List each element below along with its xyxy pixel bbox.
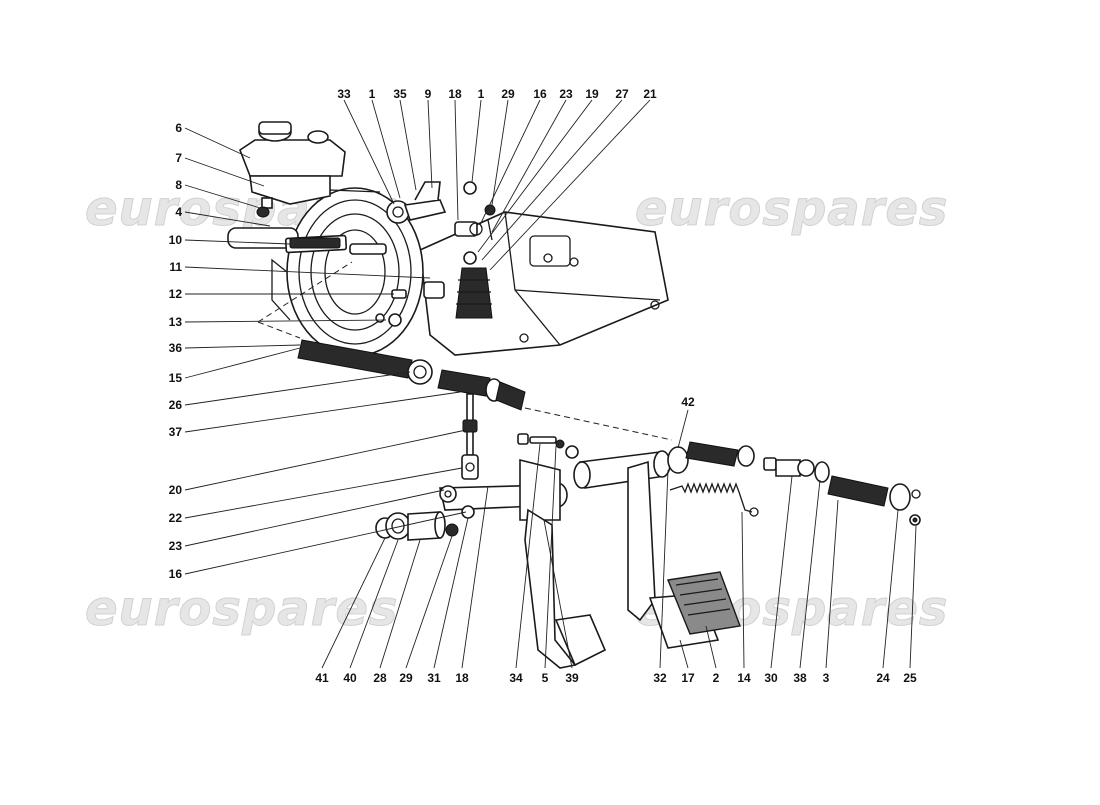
callout-label: 31 xyxy=(427,671,441,685)
callout-label: 18 xyxy=(455,671,469,685)
callout-label: 38 xyxy=(793,671,807,685)
callout-label: 2 xyxy=(713,671,720,685)
callout-label: 5 xyxy=(542,671,549,685)
return-spring xyxy=(669,482,759,517)
callout-label: 24 xyxy=(876,671,890,685)
right-shaft-parts xyxy=(685,441,921,526)
callout-label: 10 xyxy=(169,233,183,247)
brake-servo xyxy=(271,187,424,357)
callout-label: 37 xyxy=(169,425,183,439)
callout-label: 19 xyxy=(585,87,599,101)
leader-lines xyxy=(184,99,917,669)
callout-label: 15 xyxy=(169,371,183,385)
callout-label: 16 xyxy=(169,567,183,581)
callout-label: 8 xyxy=(175,178,182,192)
callout-label: 25 xyxy=(903,671,917,685)
callout-label: 41 xyxy=(315,671,329,685)
callout-label: 13 xyxy=(169,315,183,329)
callout-label: 32 xyxy=(653,671,667,685)
callout-label: 4 xyxy=(175,205,182,219)
callout-label: 39 xyxy=(565,671,579,685)
callout-label-42: 42 xyxy=(681,395,695,409)
callout-label: 30 xyxy=(764,671,778,685)
master-cylinder-reservoir xyxy=(227,121,346,249)
watermark-top-right: eurospares xyxy=(635,181,949,237)
callout-label: 22 xyxy=(169,511,183,525)
housing-casting xyxy=(419,211,669,356)
callout-label: 34 xyxy=(509,671,523,685)
callout-label: 26 xyxy=(169,398,183,412)
clutch-pedal-assembly xyxy=(439,458,607,669)
callout-label: 16 xyxy=(533,87,547,101)
callout-label: 23 xyxy=(169,539,183,553)
callout-label: 27 xyxy=(615,87,629,101)
clevis-hardware xyxy=(386,181,496,265)
callout-label: 12 xyxy=(169,287,183,301)
callouts-left: 6 7 8 4 10 11 12 13 36 15 26 37 20 22 23… xyxy=(169,121,183,581)
callouts-top: 33 1 35 9 18 1 29 16 23 19 27 21 xyxy=(337,87,657,101)
watermark-bottom-left: eurospares xyxy=(85,581,399,637)
centre-fasteners xyxy=(517,433,579,459)
callout-label: 17 xyxy=(681,671,695,685)
callout-label: 33 xyxy=(337,87,351,101)
callout-label: 9 xyxy=(425,87,432,101)
callout-label: 1 xyxy=(478,87,485,101)
callout-label: 11 xyxy=(169,260,182,274)
callout-label: 23 xyxy=(559,87,573,101)
callout-label: 36 xyxy=(169,341,183,355)
rubber-boot xyxy=(455,267,493,319)
callout-label: 18 xyxy=(448,87,462,101)
callout-label: 3 xyxy=(823,671,830,685)
callout-label: 29 xyxy=(399,671,413,685)
adjuster-rod xyxy=(461,393,479,480)
callout-label: 35 xyxy=(393,87,407,101)
reference-lines xyxy=(257,261,673,441)
callout-label: 29 xyxy=(501,87,515,101)
callout-label: 28 xyxy=(373,671,387,685)
callouts-bottom: 41 40 28 29 31 18 34 5 39 32 17 2 14 30 … xyxy=(315,671,917,685)
callout-label: 7 xyxy=(175,151,182,165)
callout-label: 14 xyxy=(737,671,751,685)
callout-label: 21 xyxy=(643,87,657,101)
callout-label: 40 xyxy=(343,671,357,685)
pedal-shaft-sections xyxy=(297,339,526,411)
callout-label: 20 xyxy=(169,483,183,497)
callout-label: 6 xyxy=(175,121,182,135)
left-bushings xyxy=(375,511,459,541)
callout-label: 1 xyxy=(369,87,376,101)
brake-pedal-assembly xyxy=(573,446,741,649)
